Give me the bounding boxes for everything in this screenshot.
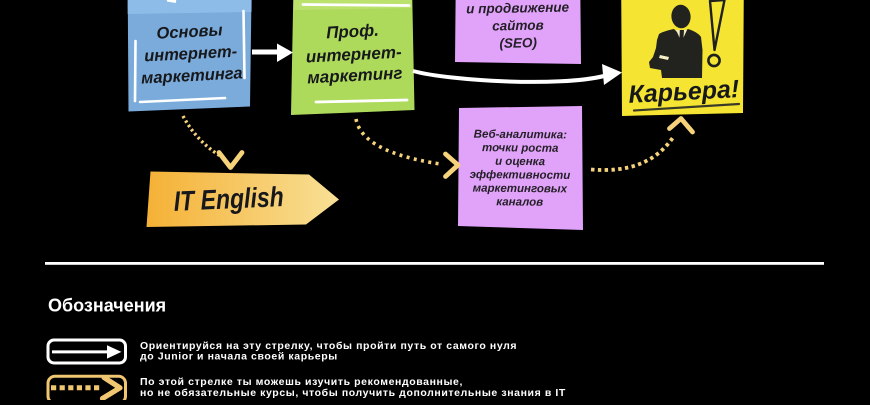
svg-text:сайтов: сайтов [492, 18, 544, 34]
svg-text:интернет-: интернет- [144, 43, 238, 66]
svg-text:По этой стрелке ты можешь изуч: По этой стрелке ты можешь изучить рекоме… [140, 376, 463, 388]
svg-text:маркетинговых: маркетинговых [473, 183, 568, 196]
svg-text:Обозначения: Обозначения [48, 296, 166, 316]
svg-text:и оценка: и оценка [495, 156, 546, 168]
svg-text:Основы: Основы [156, 21, 223, 42]
svg-text:Ориентируйся на эту стрелку, ч: Ориентируйся на эту стрелку, чтобы пройт… [140, 340, 517, 352]
svg-text:Карьера!: Карьера! [628, 75, 740, 109]
svg-text:но не обязательные курсы, чтоб: но не обязательные курсы, чтобы получить… [140, 387, 566, 399]
svg-text:эффективности: эффективности [470, 169, 571, 182]
svg-text:IT English: IT English [173, 181, 284, 217]
svg-text:Проф.: Проф. [326, 21, 380, 43]
svg-text:(SEO): (SEO) [499, 35, 537, 51]
svg-text:Веб-аналитика:: Веб-аналитика: [474, 129, 568, 142]
svg-text:точки роста: точки роста [482, 142, 559, 155]
svg-text:маркетинга: маркетинга [141, 64, 243, 87]
svg-text:каналов: каналов [496, 196, 543, 208]
svg-text:маркетинг: маркетинг [307, 63, 403, 87]
svg-text:до Junior и начала своей карье: до Junior и начала своей карьеры [140, 351, 338, 363]
svg-text:и продвижение: и продвижение [466, 0, 570, 16]
